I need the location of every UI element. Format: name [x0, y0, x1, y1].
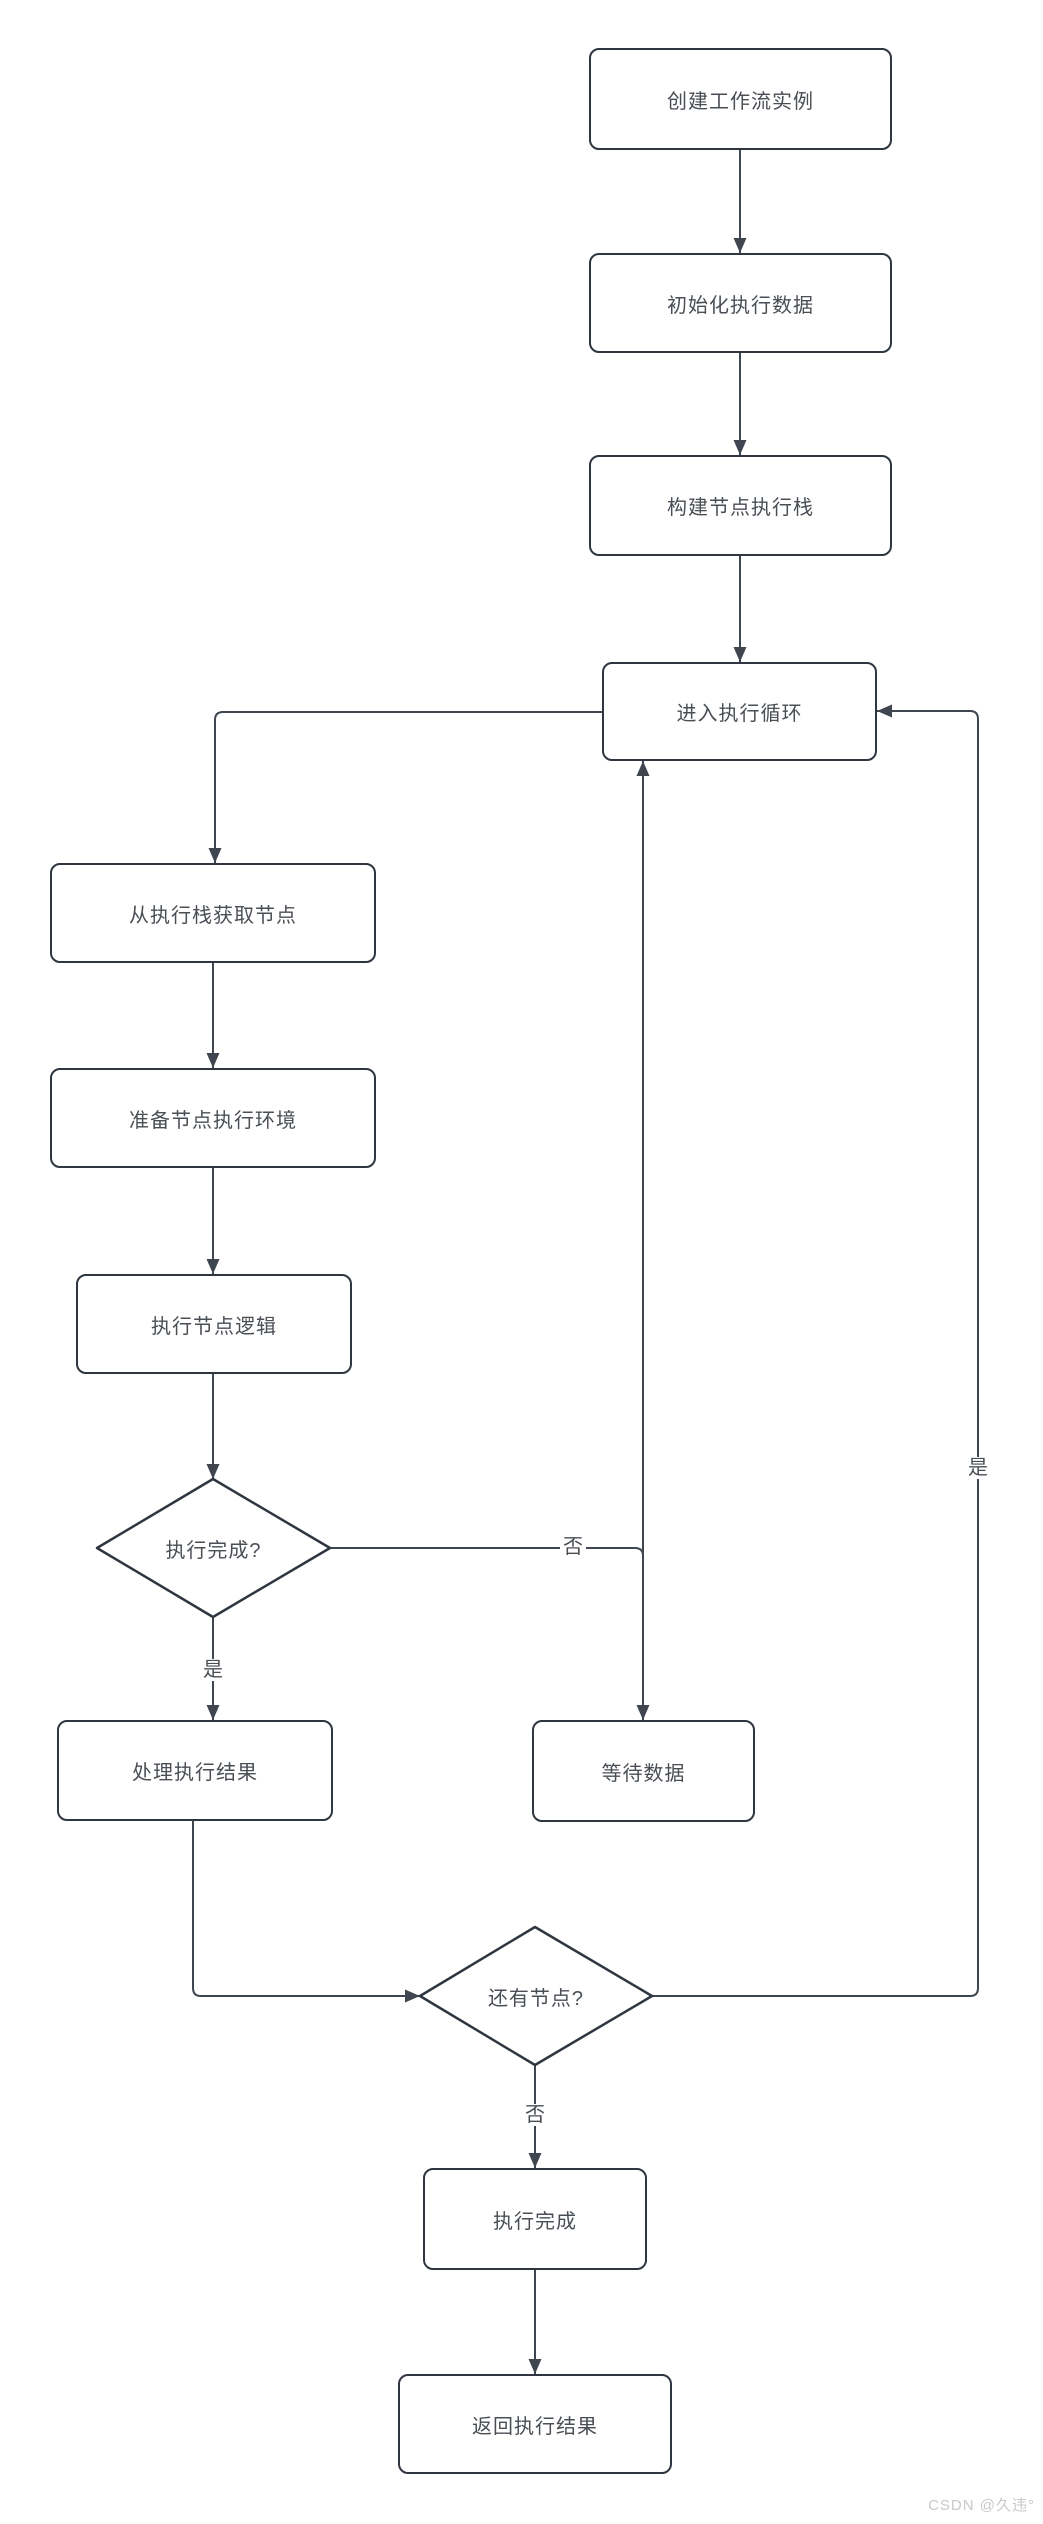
node-get-node-from-stack: 从执行栈获取节点 — [50, 863, 376, 963]
node-execution-finished: 执行完成 — [423, 2168, 647, 2270]
edge-decision1-no-to-wait — [330, 1547, 650, 1720]
node-return-execution-result: 返回执行结果 — [398, 2374, 672, 2474]
node-init-execution-data: 初始化执行数据 — [589, 253, 892, 353]
label-yes-more-nodes: 是 — [965, 1457, 991, 1479]
csdn-watermark: CSDN @久违° — [928, 2497, 1035, 2514]
node-build-node-stack: 构建节点执行栈 — [589, 455, 892, 556]
node-enter-execution-loop: 进入执行循环 — [602, 662, 877, 761]
edge-loop-to-getnode — [208, 711, 602, 863]
label-yes-execution-complete: 是 — [200, 1659, 226, 1681]
node-wait-for-data: 等待数据 — [532, 1720, 755, 1822]
decision-execution-complete-label: 执行完成? — [165, 1539, 262, 1562]
edge-process-to-decision2 — [192, 1821, 420, 2003]
decision-more-nodes-label: 还有节点? — [487, 1987, 585, 2010]
node-execute-node-logic: 执行节点逻辑 — [76, 1274, 352, 1374]
node-create-workflow-instance: 创建工作流实例 — [589, 48, 892, 150]
decision-more-nodes-shape — [418, 1925, 654, 2067]
node-process-execution-result: 处理执行结果 — [57, 1720, 333, 1821]
label-no-execution-complete: 否 — [560, 1536, 586, 1558]
edge-decision2-yes-to-loop — [652, 704, 979, 1997]
node-prepare-node-env: 准备节点执行环境 — [50, 1068, 376, 1168]
label-no-more-nodes: 否 — [522, 2104, 548, 2126]
decision-execution-complete-shape — [95, 1477, 332, 1619]
